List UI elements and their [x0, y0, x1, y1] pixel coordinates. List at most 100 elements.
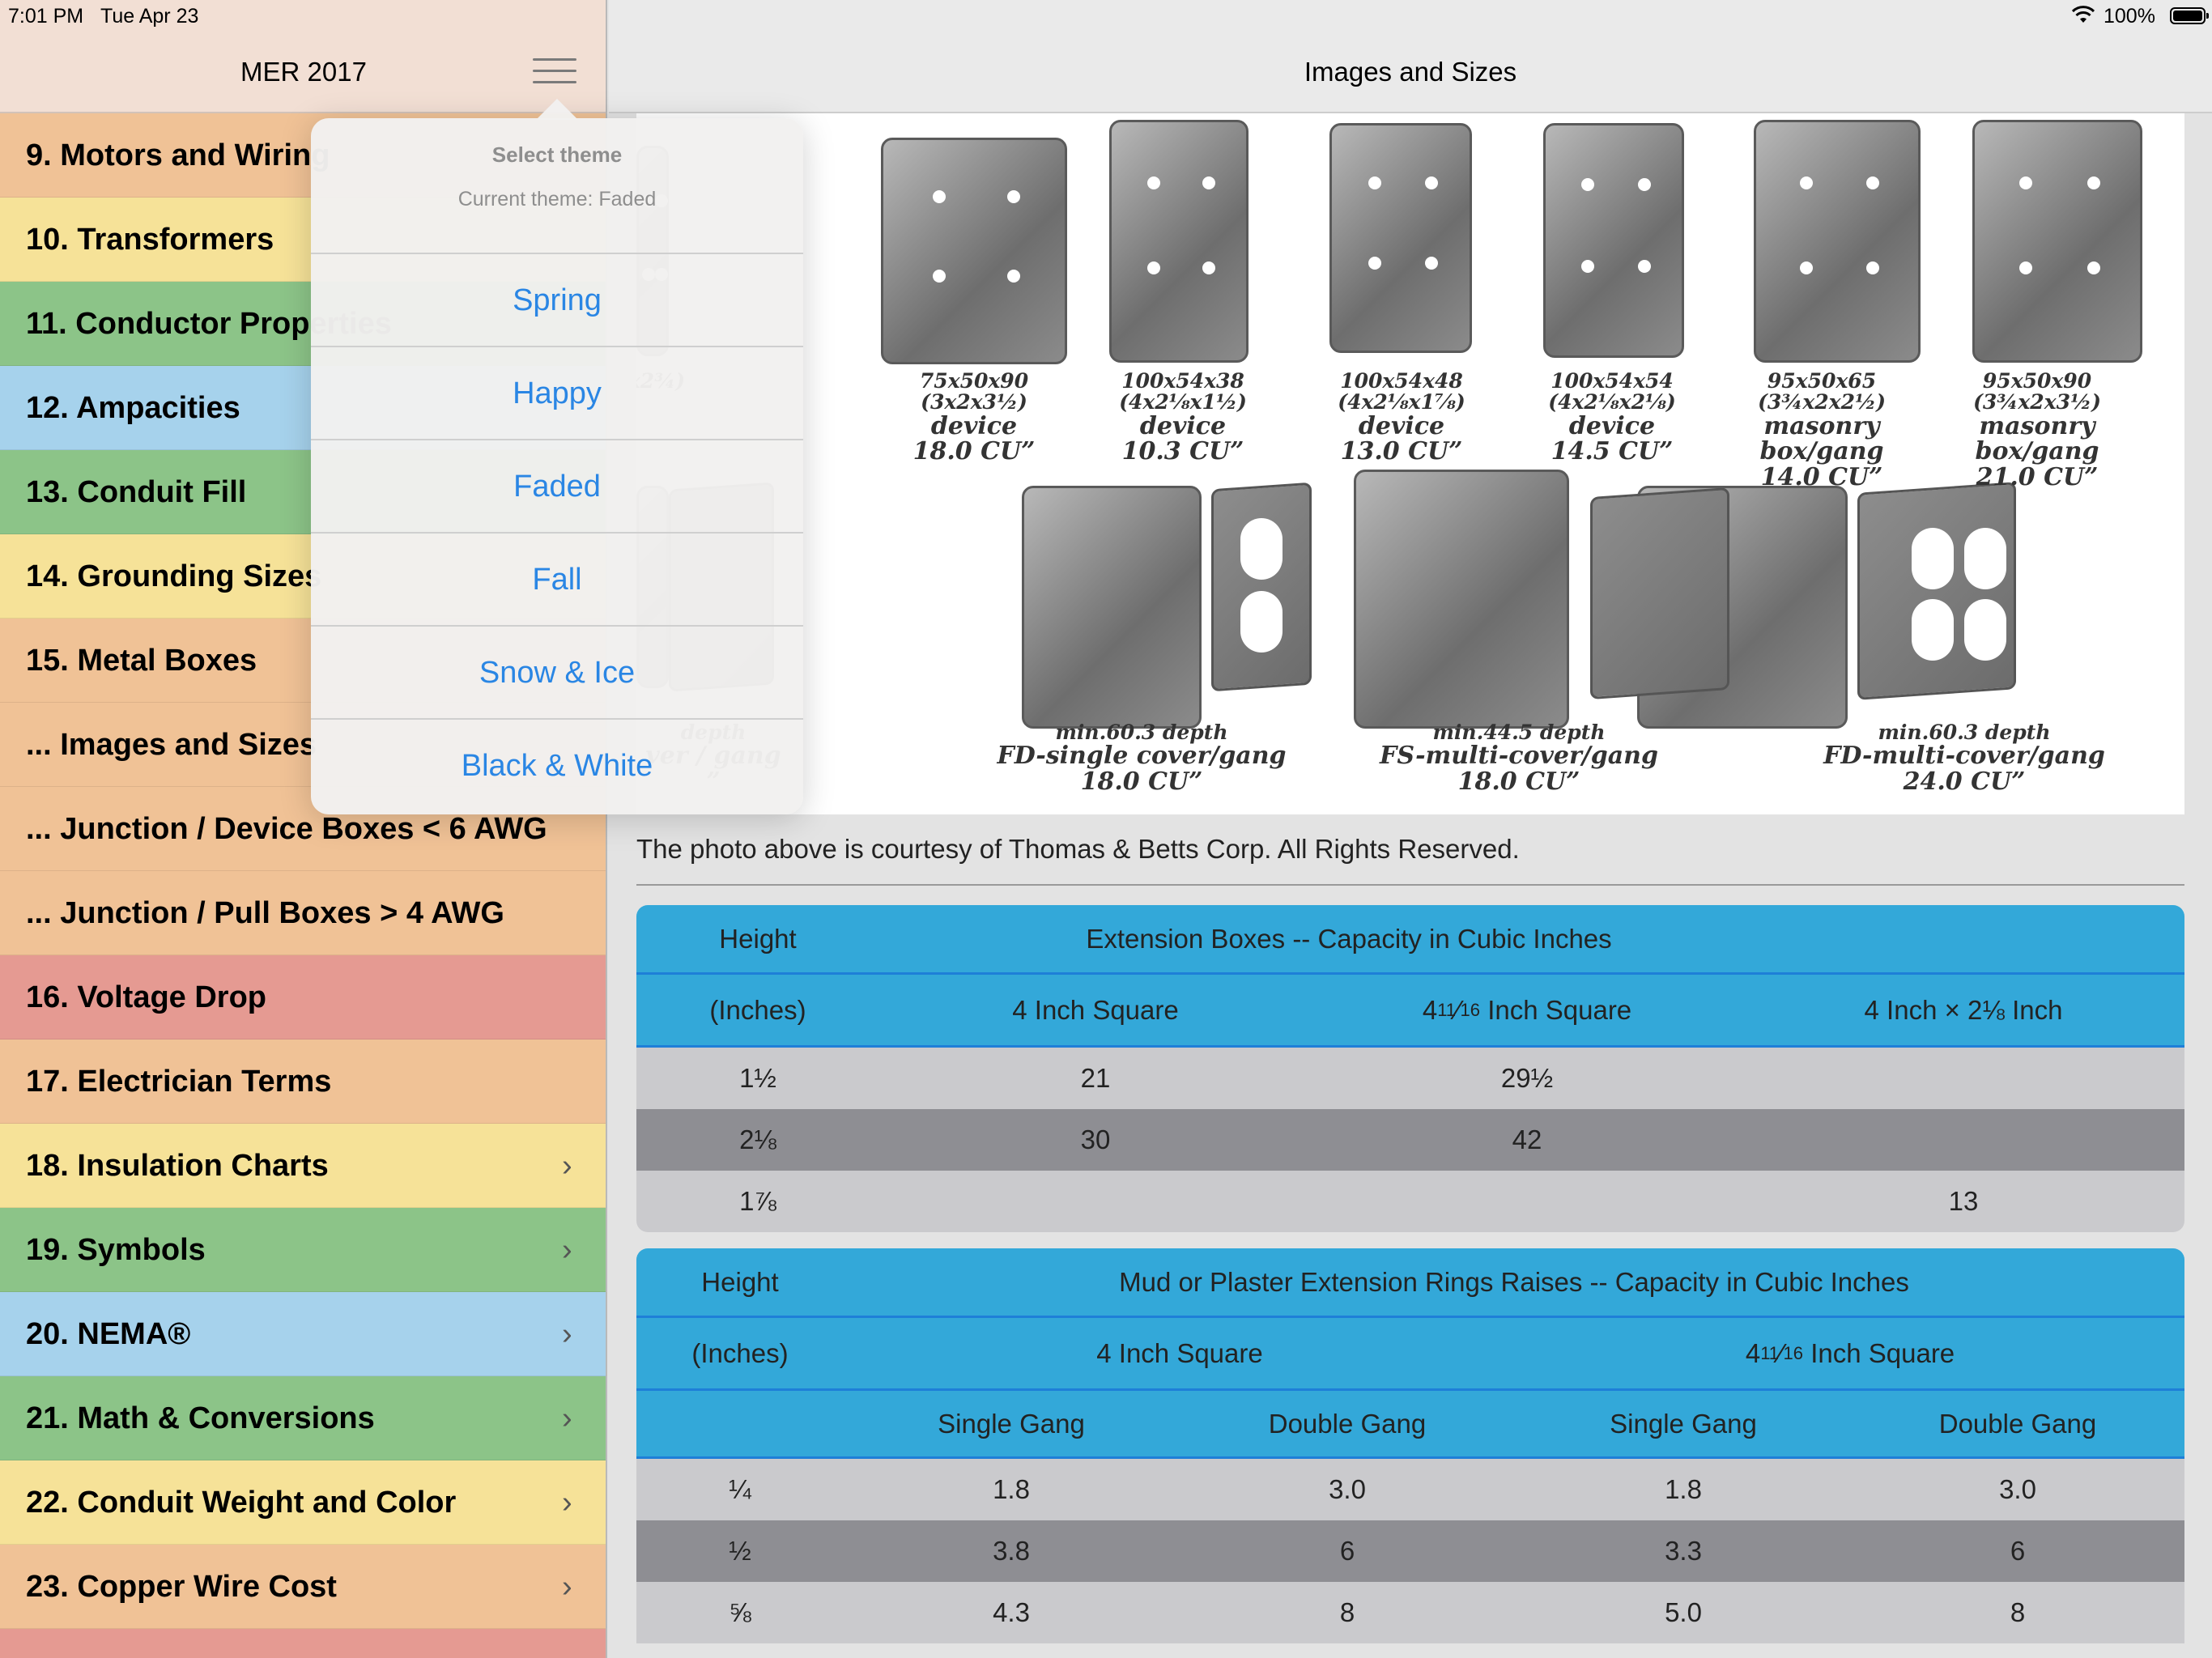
table-cell: ⅝	[729, 1597, 751, 1627]
header-4in-square: 4 Inch Square	[1096, 1337, 1263, 1368]
sidebar-header: MER 2017	[0, 0, 606, 113]
table-cell: 5.0	[1665, 1597, 1702, 1627]
popover-arrow	[536, 99, 578, 120]
header-double-gang: Double Gang	[1938, 1408, 2097, 1439]
current-theme-label: Current theme: Faded	[457, 188, 657, 210]
sidebar-item[interactable]: ... Junction / Pull Boxes > 4 AWG	[0, 871, 606, 955]
status-bar: 7:01 PM Tue Apr 23 100%	[0, 0, 2212, 32]
theme-option[interactable]: Black & White	[311, 718, 803, 811]
sidebar-item-label: 14. Grounding Sizes	[26, 559, 322, 593]
table-cell: 8	[1339, 1597, 1355, 1627]
table-cell: 3.0	[1329, 1474, 1366, 1504]
device-box-image	[1329, 123, 1472, 353]
chevron-right-icon: ›	[562, 1317, 572, 1351]
caption-line: 100x54x48 (4x2⅛x1⅞)	[1338, 369, 1465, 414]
page-title: Images and Sizes	[1304, 57, 1517, 87]
caption-line: 95x50x90 (3¾x2x3½)	[1973, 369, 2101, 414]
caption-line: 24.0 CU”	[1903, 767, 2026, 796]
header-4x2-1-8: 4 Inch × 2⅛ Inch	[1864, 994, 2063, 1025]
outlet-cutout	[1240, 518, 1283, 580]
sidebar-item[interactable]: 20. NEMA® ›	[0, 1292, 606, 1376]
table-header-row: Single Gang Double Gang Single Gang Doub…	[636, 1391, 2184, 1459]
extension-rings-table: Height Mud or Plaster Extension Rings Ra…	[636, 1248, 2184, 1658]
table-cell: 1½	[739, 1063, 776, 1093]
caption-line: min.44.5 depth	[1432, 721, 1606, 744]
table-cell: 1⅞	[739, 1186, 776, 1216]
outlet-cutout	[1240, 591, 1283, 653]
table-cell: 1.8	[1665, 1474, 1702, 1504]
divider	[636, 884, 2184, 886]
header-height: Height	[701, 1266, 779, 1297]
header-single-gang: Single Gang	[938, 1408, 1085, 1439]
caption-line: masonry box/gang	[1759, 411, 1884, 466]
table-cell: ¼	[729, 1474, 751, 1504]
sidebar-item-label: 22. Conduit Weight and Color	[26, 1486, 457, 1520]
table-cell	[1742, 1109, 2184, 1171]
outlet-cutout	[1964, 599, 2006, 661]
caption-line: 14.5 CU”	[1551, 437, 1674, 466]
battery-icon	[2170, 7, 2209, 24]
theme-option[interactable]: Fall	[311, 532, 803, 625]
theme-option[interactable]: Spring	[311, 253, 803, 346]
sidebar-item-label: 21. Math & Conversions	[26, 1401, 375, 1435]
sidebar-item[interactable]: 23. Copper Wire Cost›	[0, 1545, 606, 1629]
table-cell: 3.3	[1665, 1536, 1702, 1566]
theme-option[interactable]: Happy	[311, 346, 803, 439]
theme-option[interactable]: Faded	[311, 439, 803, 532]
header-single-gang: Single Gang	[1610, 1408, 1757, 1439]
table-cell: ½	[729, 1536, 751, 1566]
sidebar-item-label: 18. Insulation Charts	[26, 1149, 329, 1183]
sidebar-item-label: 20. NEMA®	[26, 1317, 191, 1351]
caption-line: 95x50x65 (3¾x2x2½)	[1758, 369, 1886, 414]
sidebar-item[interactable]: 21. Math & Conversions›	[0, 1376, 606, 1460]
cover-plate-image	[1590, 487, 1729, 700]
fd-box-image	[1022, 486, 1202, 729]
header-blank	[636, 1391, 844, 1456]
sidebar-item-label: 12. Ampacities	[26, 391, 240, 425]
table-cell: 3.0	[1999, 1474, 2036, 1504]
chevron-right-icon: ›	[562, 1149, 572, 1183]
table-cell: 21	[1080, 1063, 1111, 1093]
table-cell	[1742, 1048, 2184, 1109]
device-box-image	[1972, 120, 2142, 363]
sidebar-item[interactable]: 24. Hole Size Chart	[0, 1629, 606, 1658]
table-cell: 6	[1339, 1536, 1355, 1566]
table-cell: 4.3	[993, 1597, 1030, 1627]
caption-line: 100x54x54 (4x2⅛x2⅛)	[1548, 369, 1676, 414]
caption-line: 13.0 CU”	[1340, 437, 1463, 466]
header-title: Mud or Plaster Extension Rings Raises --…	[1119, 1266, 1909, 1297]
sidebar-item[interactable]: 18. Insulation Charts ›	[0, 1124, 606, 1208]
header-inches: (Inches)	[691, 1337, 789, 1368]
sidebar-item-label: 23. Copper Wire Cost	[26, 1570, 337, 1604]
sidebar-item-label: 15. Metal Boxes	[26, 644, 257, 678]
photo-credit: The photo above is courtesy of Thomas & …	[636, 834, 1520, 864]
caption-line: 75x50x90 (3x2x3½)	[919, 369, 1029, 414]
theme-popover: Select theme Current theme: Faded Spring…	[311, 118, 803, 814]
sidebar-item[interactable]: 22. Conduit Weight and Color›	[0, 1460, 606, 1545]
outlet-cutout	[1912, 528, 1954, 589]
table-cell: 3.8	[993, 1536, 1030, 1566]
wifi-icon	[2071, 6, 2095, 23]
sidebar-item[interactable]: 16. Voltage Drop	[0, 955, 606, 1039]
caption-line: device	[1358, 411, 1445, 440]
menu-icon[interactable]	[533, 58, 576, 86]
caption-line: min.60.3 depth	[1878, 721, 2051, 744]
caption-line: 10.3 CU”	[1121, 437, 1244, 466]
sidebar-item-label: ... Junction / Device Boxes < 6 AWG	[26, 812, 547, 846]
sidebar-item[interactable]: 17. Electrician Terms	[0, 1039, 606, 1124]
table-cell: 6	[2010, 1536, 2026, 1566]
device-box-image	[1543, 123, 1684, 358]
sidebar-item[interactable]: 19. Symbols›	[0, 1208, 606, 1292]
sidebar-item-label: 24. Hole Size Chart	[26, 1629, 303, 1658]
sidebar-item-label: 10. Transformers	[26, 223, 274, 257]
popover-title: Select theme	[491, 142, 623, 167]
theme-option[interactable]: Snow & Ice	[311, 625, 803, 718]
table-row: ½ 3.8 6 3.3 6	[636, 1520, 2184, 1582]
